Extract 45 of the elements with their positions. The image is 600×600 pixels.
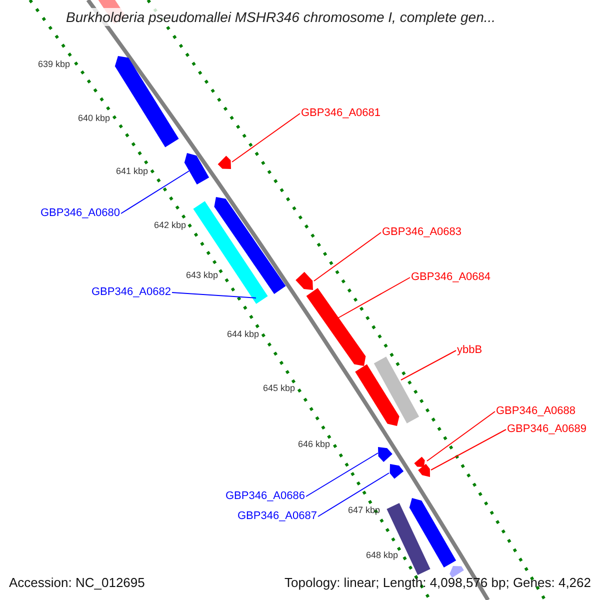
gene-feature bbox=[306, 288, 366, 366]
gene-feature bbox=[374, 356, 420, 424]
leader-line bbox=[400, 350, 456, 380]
scale-label: 647 kbp bbox=[348, 505, 380, 516]
leader-line bbox=[314, 232, 382, 282]
leader-line bbox=[426, 411, 496, 462]
gene-feature bbox=[114, 56, 179, 148]
leader-line bbox=[430, 429, 506, 470]
leader-line bbox=[172, 292, 256, 298]
scale-label: 648 kbp bbox=[366, 550, 398, 561]
gene-label: GBP346_A0684 bbox=[411, 271, 491, 284]
leader-line bbox=[318, 472, 390, 517]
gene-label: ybbB bbox=[457, 344, 482, 357]
scale-label: 645 kbp bbox=[263, 383, 296, 394]
scale-label: 641 kbp bbox=[116, 166, 148, 177]
genome-summary-text: Topology: linear; Length: 4,098,576 bp; Genes: 4,262 bbox=[284, 575, 591, 591]
gene-label: GBP346_A0681 bbox=[301, 107, 381, 120]
gene-feature bbox=[390, 464, 404, 479]
leader-line bbox=[232, 113, 300, 162]
gene-feature bbox=[378, 447, 392, 462]
scale-label: 643 kbp bbox=[186, 270, 218, 281]
gene-feature bbox=[414, 456, 425, 467]
scale-label: 640 kbp bbox=[78, 113, 110, 124]
gene-feature bbox=[218, 156, 231, 169]
gene-label: GBP346_A0686 bbox=[225, 490, 305, 503]
gene-feature bbox=[355, 364, 400, 426]
scale-label: 644 kbp bbox=[227, 329, 260, 340]
leader-line bbox=[120, 170, 190, 214]
scale-label: 639 kbp bbox=[38, 59, 70, 70]
gene-feature bbox=[296, 272, 313, 290]
gene-feature bbox=[450, 566, 464, 578]
gene-label: GBP346_A0683 bbox=[382, 226, 462, 239]
gene-label: GBP346_A0689 bbox=[507, 423, 587, 436]
gene-feature bbox=[409, 498, 456, 568]
gene-label: GBP346_A0687 bbox=[237, 510, 317, 523]
gene-feature bbox=[418, 464, 430, 477]
gene-label: GBP346_A0682 bbox=[91, 286, 171, 299]
gene-label: GBP346_A0688 bbox=[496, 405, 576, 418]
accession-text: Accession: NC_012695 bbox=[9, 575, 145, 591]
gene-feature bbox=[184, 153, 210, 184]
leader-line bbox=[306, 452, 378, 497]
gene-label: GBP346_A0680 bbox=[40, 207, 120, 220]
leader-line bbox=[338, 277, 410, 318]
scale-label: 642 kbp bbox=[154, 220, 186, 231]
scale-label: 646 kbp bbox=[298, 439, 330, 450]
